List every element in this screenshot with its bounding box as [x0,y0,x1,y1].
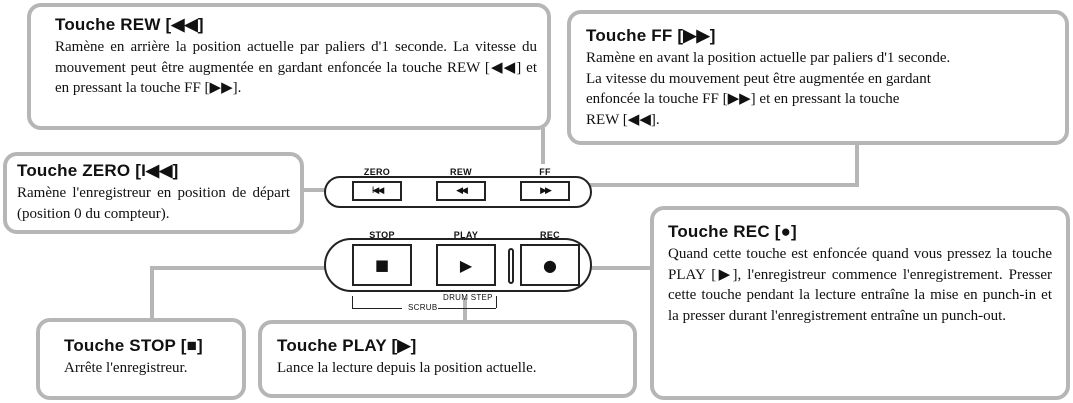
callout-zero: Touche ZERO [I◀◀] Ramène l'enregistreur … [3,152,304,234]
ff-icon: ▶▶ [540,186,552,196]
callout-rec: Touche REC [●] Quand cette touche est en… [650,206,1070,400]
ff-button[interactable]: ▶▶ [520,181,570,201]
callout-rew: Touche REW [◀◀] Ramène en arrière la pos… [27,3,551,130]
connector-stop-v [150,266,154,322]
connector-rew [541,128,545,164]
callout-rec-text: Quand cette touche est enfoncée quand vo… [668,246,1052,324]
callout-ff-line-3: enfoncée la touche FF [▶▶] et en pressan… [586,91,900,107]
scrub-bracket-bottom-right [438,308,496,309]
play-button[interactable]: ▶ [436,244,496,286]
label-play: PLAY [453,230,479,240]
label-zero: ZERO [363,167,391,177]
callout-ff: Touche FF [▶▶] Ramène en avant la positi… [567,10,1069,145]
rec-icon: ● [543,255,557,275]
scrub-label: SCRUB [408,303,438,312]
connector-play [463,298,467,326]
connector-rec [590,266,652,270]
callout-play: Touche PLAY [▶] Lance la lecture depuis … [258,320,637,398]
callout-ff-line-4: REW [◀◀]. [586,111,660,128]
callout-stop-text: Arrête l'enregistreur. [64,360,188,376]
play-icon: ▶ [459,255,473,275]
callout-ff-line-1: Ramène en avant la position actuelle par… [586,50,951,66]
rew-icon: ◀◀ [456,186,468,196]
connector-zero [302,188,326,192]
callout-stop-title: Touche STOP [■] [64,336,203,355]
scrub-bracket-right [496,296,497,308]
drum-step-label: DRUM STEP [443,293,493,302]
callout-play-title: Touche PLAY [▶] [277,336,417,355]
callout-ff-text: Ramène en avant la position actuelle par… [586,48,1055,130]
callout-play-text: Lance la lecture depuis la position actu… [277,360,537,376]
rec-button[interactable]: ● [520,244,580,286]
zero-button[interactable]: I◀◀ [352,181,402,201]
callout-ff-line-2: La vitesse du mouvement peut être augmen… [586,70,931,87]
zero-icon: I◀◀ [371,186,384,196]
label-rew: REW [450,167,472,177]
stop-button[interactable]: ■ [352,244,412,286]
callout-zero-text: Ramène l'enregistreur en position de dép… [17,185,290,222]
scrub-bracket-left [352,296,353,308]
callout-rew-text: Ramène en arrière la position actuelle p… [55,39,537,96]
connector-ff-v [855,142,859,187]
callout-zero-title: Touche ZERO [I◀◀] [17,161,179,180]
callout-stop: Touche STOP [■] Arrête l'enregistreur. [36,318,246,400]
scrub-bracket-bottom-left [352,308,402,309]
rec-indicator [508,248,514,284]
stop-icon: ■ [374,256,390,274]
callout-ff-title: Touche FF [▶▶] [586,26,716,45]
label-ff: FF [539,167,551,177]
label-rec: REC [540,230,560,240]
connector-stop-h [150,266,330,270]
callout-rew-title: Touche REW [◀◀] [55,15,204,34]
connector-ff-h [589,183,859,187]
label-stop: STOP [369,230,395,240]
rew-button[interactable]: ◀◀ [436,181,486,201]
callout-rec-title: Touche REC [●] [668,222,797,241]
